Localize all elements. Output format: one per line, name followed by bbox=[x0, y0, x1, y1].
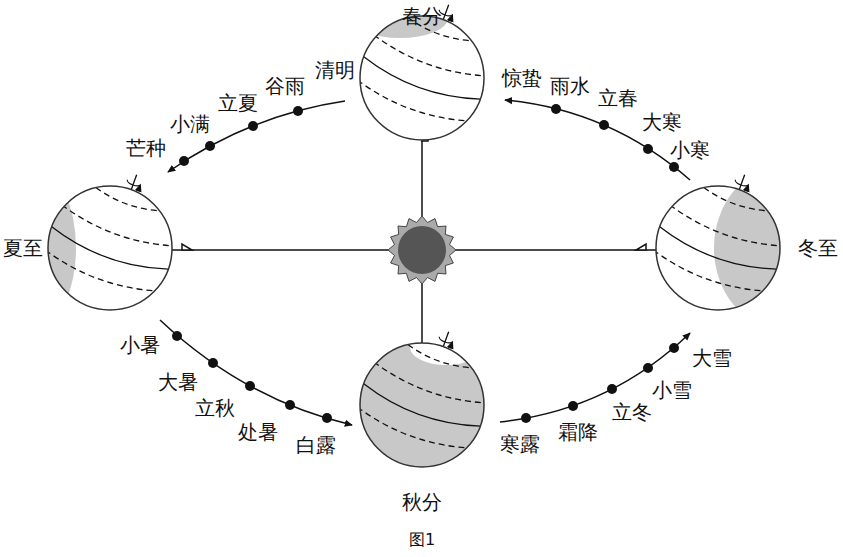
sun-disc bbox=[398, 226, 446, 274]
solar-term-label: 大寒 bbox=[642, 111, 682, 133]
solar-term-label: 谷雨 bbox=[265, 75, 305, 97]
solar-term-label: 小寒 bbox=[670, 139, 710, 161]
earth-globe bbox=[4, 153, 195, 323]
solar-term-label: 大暑 bbox=[158, 371, 198, 393]
earth-globe bbox=[352, 310, 506, 467]
solar-term-label: 雨水 bbox=[550, 75, 590, 97]
sun bbox=[388, 216, 456, 284]
solar-term-label: 芒种 bbox=[126, 137, 166, 159]
solar-term-label: 春分 bbox=[402, 5, 442, 27]
solar-term-label: 立春 bbox=[598, 87, 638, 109]
solar-term-label: 大雪 bbox=[692, 347, 732, 369]
solar-term-label: 立冬 bbox=[612, 401, 652, 423]
solar-term-label: 处暑 bbox=[238, 421, 278, 443]
solar-term-label: 寒露 bbox=[500, 433, 540, 455]
solar-term-label: 清明 bbox=[315, 59, 355, 81]
sun-axes bbox=[172, 131, 656, 343]
solar-term-label: 立夏 bbox=[218, 92, 258, 114]
solar-term-label: 小雪 bbox=[652, 379, 692, 401]
solar-term-label: 小满 bbox=[170, 113, 210, 135]
solar-term-label: 秋分 bbox=[402, 491, 442, 513]
solar-term-label: 白露 bbox=[296, 434, 336, 456]
sun-rays bbox=[388, 216, 456, 284]
solar-term-label: 立秋 bbox=[195, 397, 235, 419]
solar-term-label: 小暑 bbox=[120, 334, 160, 356]
solar-term-label: 霜降 bbox=[558, 421, 598, 443]
solar-term-label: 惊蛰 bbox=[502, 67, 542, 89]
solar-term-label: 冬至 bbox=[798, 237, 838, 259]
solar-term-label: 夏至 bbox=[3, 237, 43, 259]
figure-caption: 图1 bbox=[409, 531, 435, 549]
earth-globe bbox=[352, 0, 507, 140]
earth-globe bbox=[648, 153, 843, 328]
